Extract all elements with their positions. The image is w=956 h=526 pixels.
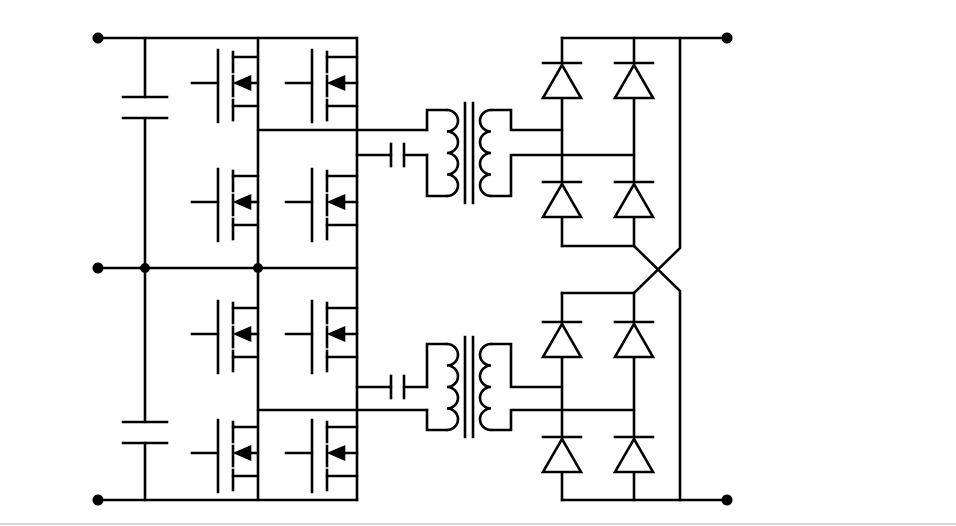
junction-capbus-midrail <box>140 263 150 273</box>
mosfet3-body-arrow <box>232 194 252 210</box>
terminal-output-positive <box>721 32 733 44</box>
xfmr1-primary-bottom-stub <box>425 153 449 198</box>
xfmr2-secondary-bottom-stub <box>489 408 636 432</box>
terminal-input-positive <box>92 32 104 44</box>
mosfet4-body-arrow <box>326 194 346 210</box>
diode8-triangle <box>612 436 656 474</box>
crossover-output-to-rect2 <box>632 36 682 295</box>
diode7-triangle <box>540 436 584 474</box>
crossover-rect1-to-output <box>632 244 682 502</box>
junction-legA-midrail <box>253 263 263 273</box>
terminal-input-midpoint <box>92 262 104 274</box>
mosfet1-body-arrow <box>232 75 252 91</box>
xfmr2-primary-top-stub <box>425 342 449 389</box>
mosfet6-body-arrow <box>326 326 346 342</box>
xfmr1-secondary-coil <box>478 108 493 198</box>
mosfet2-body-arrow <box>326 75 346 91</box>
diode2-triangle <box>612 62 656 100</box>
xfmr2-secondary-top-stub <box>489 342 564 389</box>
terminal-input-negative <box>92 494 104 506</box>
diode3-triangle <box>540 181 584 219</box>
mosfet7-body-arrow <box>232 445 252 461</box>
terminal-output-negative <box>721 494 733 506</box>
xfmr1-secondary-top-stub <box>489 108 564 132</box>
xfmr1-secondary-bottom-stub <box>489 153 636 198</box>
mosfet5-body-arrow <box>232 326 252 342</box>
xfmr2-primary-bottom-stub <box>425 408 449 432</box>
diode6-triangle <box>612 321 656 359</box>
xfmr1-primary-coil <box>445 108 460 198</box>
xfmr2-primary-coil <box>445 342 460 432</box>
xfmr1-primary-top-stub <box>425 108 449 132</box>
diode1-triangle <box>540 62 584 100</box>
diode5-triangle <box>540 321 584 359</box>
xfmr2-secondary-coil <box>478 342 493 432</box>
mosfet8-body-arrow <box>326 445 346 461</box>
diode4-triangle <box>612 181 656 219</box>
